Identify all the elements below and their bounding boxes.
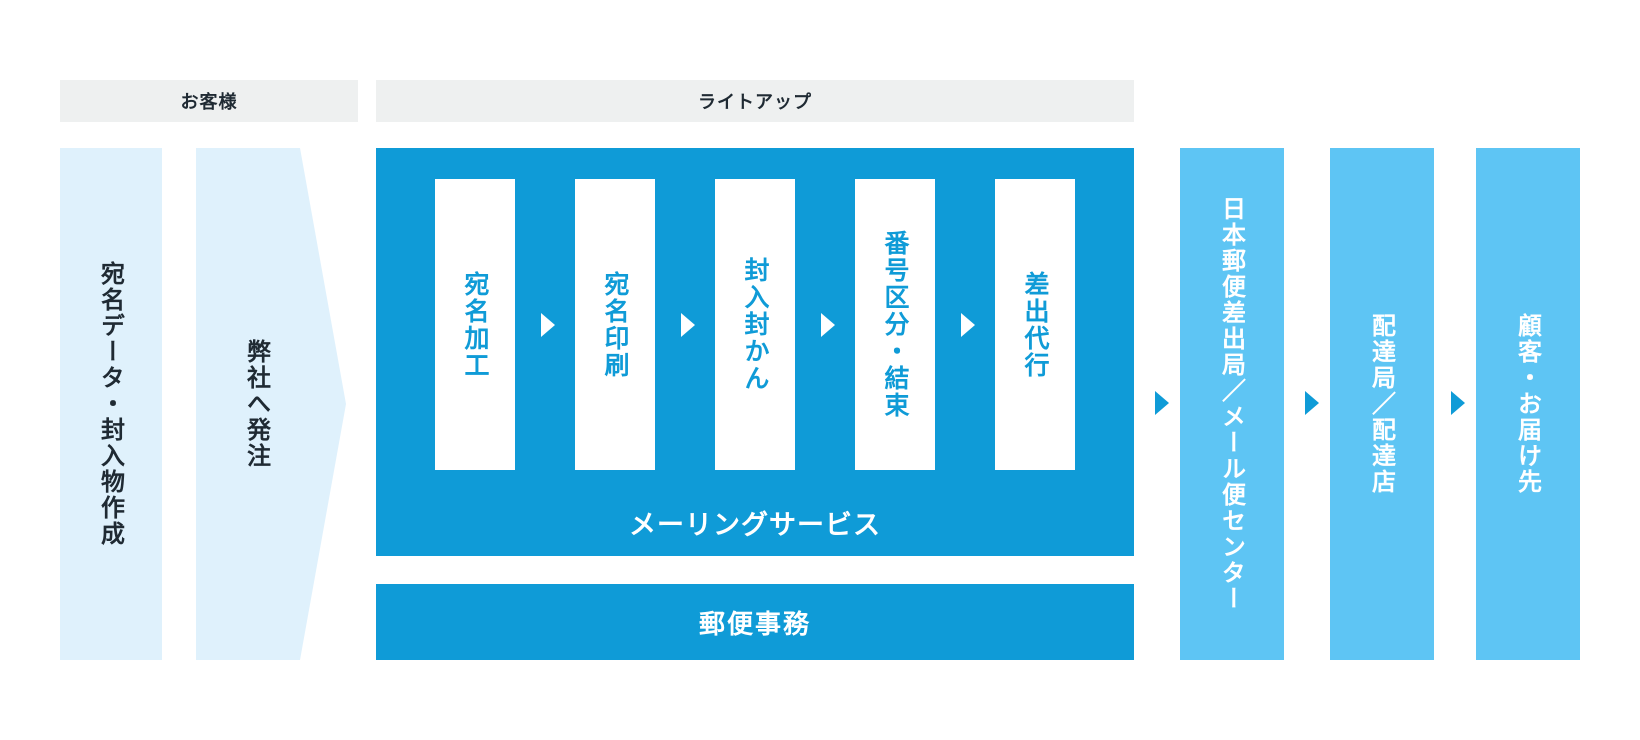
delivery-step-label: 配達局／配達店 — [1367, 313, 1396, 495]
process-step-address-processing: 宛名加工 — [435, 179, 515, 470]
postal-affairs-label: 郵便事務 — [698, 609, 811, 640]
arrow-right-icon — [1155, 391, 1169, 415]
process-step-label: 封入封かん — [741, 257, 770, 392]
lightup-header-label: ライトアップ — [698, 92, 812, 113]
arrow-right-icon — [681, 313, 695, 337]
delivery-step-label: 顧客・お届け先 — [1513, 313, 1542, 495]
arrow-right-icon — [1305, 391, 1319, 415]
process-step-sorting-bundling: 番号区分・結束 — [855, 179, 935, 470]
process-step-enclosing-sealing: 封入封かん — [715, 179, 795, 470]
arrow-right-icon — [1451, 391, 1465, 415]
process-step-address-printing: 宛名印刷 — [575, 179, 655, 470]
arrow-right-icon — [541, 313, 555, 337]
delivery-step-customer: 顧客・お届け先 — [1476, 148, 1580, 660]
customer-step-order-text-area: 弊社へ発注 — [196, 148, 318, 660]
customer-header-label: お客様 — [180, 92, 238, 113]
lightup-header: ライトアップ — [376, 80, 1134, 122]
arrow-right-icon — [961, 313, 975, 337]
process-step-label: 宛名加工 — [461, 270, 490, 379]
chevron-shape — [196, 148, 346, 660]
process-step-label: 宛名印刷 — [601, 270, 630, 379]
arrow-right-icon — [821, 313, 835, 337]
customer-step-data-creation: 宛名データ・封入物作成 — [60, 148, 162, 660]
customer-step-order-chevron — [196, 148, 346, 660]
delivery-step-label: 日本郵便差出局／メール便センター — [1217, 196, 1246, 612]
process-step-label: 番号区分・結束 — [881, 230, 910, 419]
customer-header: お客様 — [60, 80, 358, 122]
delivery-step-delivery-office: 配達局／配達店 — [1330, 148, 1434, 660]
postal-affairs-block: 郵便事務 — [376, 584, 1134, 660]
delivery-step-post-office: 日本郵便差出局／メール便センター — [1180, 148, 1284, 660]
process-step-dispatch-agency: 差出代行 — [995, 179, 1075, 470]
customer-step-label: 宛名データ・封入物作成 — [96, 261, 125, 547]
customer-step-label: 弊社へ発注 — [242, 339, 271, 469]
process-step-label: 差出代行 — [1021, 270, 1050, 379]
mailing-service-label: メーリングサービス — [629, 509, 881, 541]
